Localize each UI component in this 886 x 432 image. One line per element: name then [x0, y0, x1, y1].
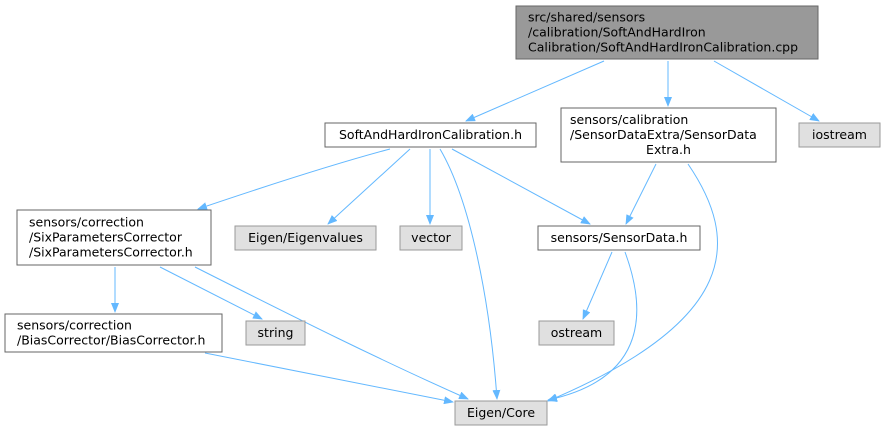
- node-label-line: /BiasCorrector/BiasCorrector.h: [17, 333, 205, 348]
- node-vector: vector: [399, 225, 463, 251]
- edge-six_h-to-eigen_core: [194, 266, 469, 400]
- edge-sensordata_h-to-eigen_core: [547, 251, 638, 402]
- node-eigenvalues: Eigen/Eigenvalues: [234, 225, 377, 251]
- node-ostream: ostream: [538, 320, 615, 346]
- node-six_h[interactable]: sensors/correction/SixParametersCorrecto…: [16, 209, 212, 266]
- node-box: [537, 225, 701, 251]
- node-label-line: sensors/SensorData.h: [551, 230, 688, 245]
- node-box: [234, 225, 377, 251]
- edge-root-to-soft_h: [465, 60, 605, 122]
- node-box: [798, 122, 881, 148]
- edge-soft_h-to-sensordata_h: [451, 148, 591, 225]
- node-label-line: ostream: [551, 325, 602, 340]
- node-extra_h[interactable]: sensors/calibration/SensorDataExtra/Sens…: [560, 107, 777, 163]
- edges: [111, 60, 820, 405]
- node-label-line: /SixParametersCorrector: [29, 230, 183, 245]
- node-root[interactable]: src/shared/sensors/calibration/SoftAndHa…: [515, 5, 819, 60]
- node-box: [454, 400, 548, 426]
- edge-extra_h-to-eigen_core: [547, 163, 718, 402]
- edge-sensordata_h-to-ostream: [582, 251, 613, 320]
- node-label-line: sensors/correction: [17, 318, 132, 333]
- node-label-line: Eigen/Core: [467, 405, 535, 420]
- node-label-line: src/shared/sensors: [528, 10, 645, 25]
- edge-soft_h-to-eigenvalues: [327, 148, 411, 225]
- node-box: [515, 5, 819, 60]
- node-label-line: Eigen/Eigenvalues: [248, 230, 363, 245]
- node-label-line: iostream: [812, 127, 867, 142]
- node-label-line: /SixParametersCorrector.h: [29, 245, 193, 260]
- node-label-line: vector: [411, 230, 452, 245]
- node-iostream: iostream: [798, 122, 881, 148]
- node-label-line: sensors/correction: [29, 215, 144, 230]
- edge-extra_h-to-sensordata_h: [625, 163, 657, 225]
- node-bias_h[interactable]: sensors/correction/BiasCorrector/BiasCor…: [4, 313, 223, 353]
- node-label-line: Extra.h: [646, 142, 691, 157]
- edge-soft_h-to-eigen_core: [439, 148, 501, 400]
- node-box: [538, 320, 615, 346]
- node-label-line: SoftAndHardIronCalibration.h: [339, 127, 522, 142]
- edge-bias_h-to-eigen_core: [204, 352, 454, 405]
- node-box: [399, 225, 463, 251]
- node-box: [324, 122, 537, 148]
- node-box: [16, 209, 212, 266]
- node-label-line: string: [258, 325, 294, 340]
- node-box: [245, 320, 306, 346]
- node-label-line: /calibration/SoftAndHardIron: [528, 25, 706, 40]
- node-box: [4, 313, 223, 353]
- node-label-line: Calibration/SoftAndHardIronCalibration.c…: [528, 40, 798, 55]
- node-soft_h[interactable]: SoftAndHardIronCalibration.h: [324, 122, 537, 148]
- node-label-line: sensors/calibration: [570, 112, 688, 127]
- edge-soft_h-to-six_h: [197, 148, 391, 210]
- node-sensordata_h[interactable]: sensors/SensorData.h: [537, 225, 701, 251]
- edge-root-to-iostream: [713, 60, 820, 122]
- node-box: [560, 107, 777, 163]
- node-eigen_core: Eigen/Core: [454, 400, 548, 426]
- node-string: string: [245, 320, 306, 346]
- edge-six_h-to-string: [159, 266, 263, 320]
- node-label-line: /SensorDataExtra/SensorData: [570, 127, 757, 142]
- nodes: src/shared/sensors/calibration/SoftAndHa…: [4, 5, 881, 426]
